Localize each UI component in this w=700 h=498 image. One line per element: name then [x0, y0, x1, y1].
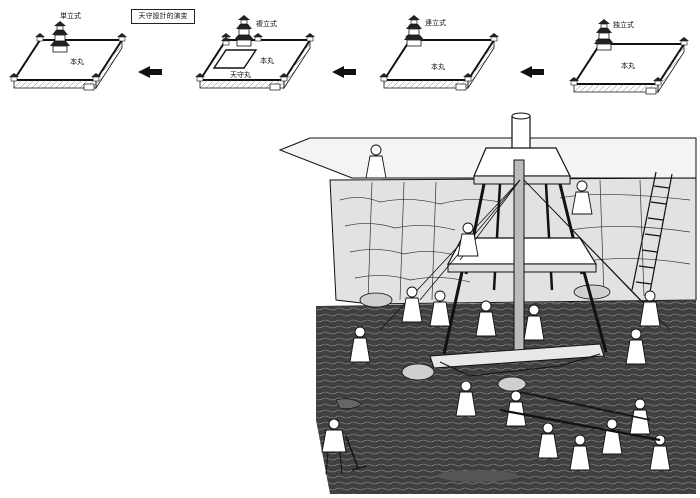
- ladder: [631, 171, 673, 293]
- plan-3-label: 連立式: [425, 19, 446, 27]
- plan-2-compound: 本丸: [260, 57, 274, 65]
- arrow-left-icon: [520, 66, 544, 78]
- castle-keep-icon: [403, 14, 425, 47]
- plan-3-compound: 本丸: [431, 63, 445, 71]
- plan-4-compound: 本丸: [621, 62, 635, 70]
- arrow-left-icon: [332, 66, 356, 78]
- page-title: 天守設計的演变: [131, 9, 195, 24]
- plan-2-inner: 天守丸: [230, 71, 251, 79]
- castle-plan-1: [8, 20, 128, 91]
- plan-1-compound: 本丸: [70, 58, 84, 66]
- castle-plan-4: [568, 18, 690, 95]
- arrow-left-icon: [138, 66, 162, 78]
- castle-keep-icon: [593, 18, 615, 51]
- castle-plan-3: [378, 14, 500, 91]
- supervisor-figure: [321, 418, 367, 475]
- construction-scene: [278, 112, 697, 494]
- plan-2-label: 複立式: [256, 20, 277, 28]
- plan-1-label: 単立式: [60, 12, 81, 20]
- plan-4-label: 独立式: [613, 21, 634, 29]
- pile-driver-tower-icon: [429, 112, 608, 377]
- castle-plan-2: [194, 14, 316, 91]
- castle-keep-icon: [49, 20, 71, 53]
